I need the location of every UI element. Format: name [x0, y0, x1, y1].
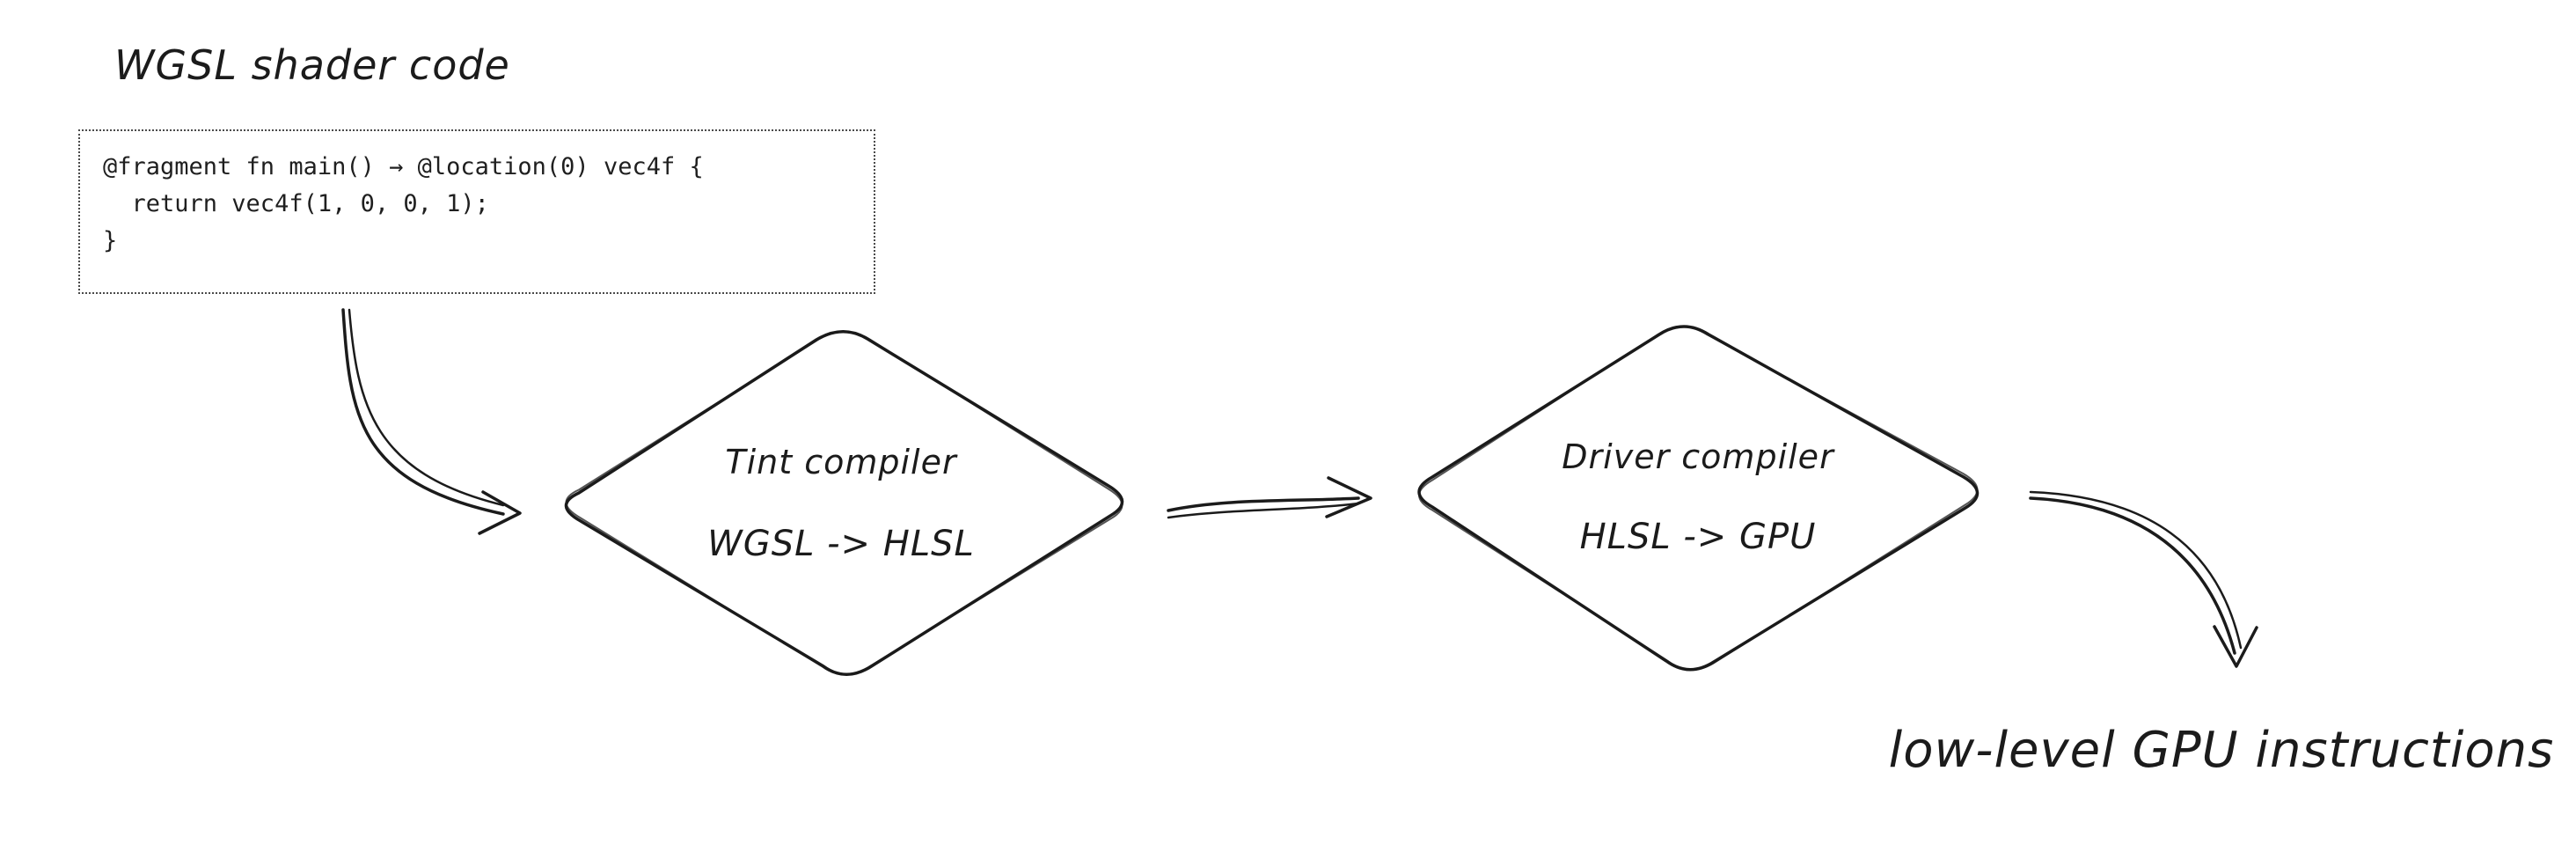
tint-compiler-subtitle: WGSL -> HLSL — [707, 524, 975, 564]
driver-compiler-subtitle: HLSL -> GPU — [1579, 517, 1817, 557]
code-line: return vec4f(1, 0, 0, 1); — [103, 190, 489, 217]
wgsl-code-box: @fragment fn main() → @location(0) vec4f… — [78, 129, 875, 294]
code-line: @fragment fn main() → @location(0) vec4f… — [103, 153, 704, 180]
arrow-driver-to-output — [2029, 490, 2258, 668]
output-label: low-level GPU instructions — [1888, 722, 2555, 779]
diagram-title: WGSL shader code — [114, 41, 510, 89]
tint-compiler-title: Tint compiler — [725, 443, 957, 481]
tint-compiler-node: Tint compiler WGSL -> HLSL — [551, 327, 1131, 679]
arrow-code-to-tint — [341, 308, 522, 535]
arrow-tint-to-driver — [1167, 476, 1372, 519]
driver-compiler-node: Driver compiler HLSL -> GPU — [1406, 322, 1990, 672]
driver-compiler-node-shape — [1417, 325, 1980, 672]
code-line: } — [103, 227, 118, 254]
tint-compiler-node-shape — [564, 330, 1124, 676]
driver-compiler-title: Driver compiler — [1562, 437, 1834, 476]
